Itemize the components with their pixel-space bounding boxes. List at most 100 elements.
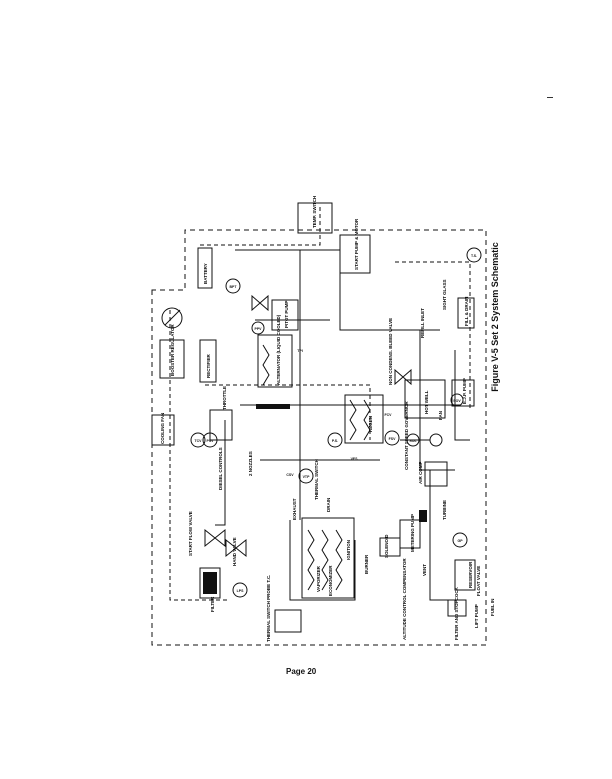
control-loop-upper: [200, 205, 321, 246]
tag-circle-3: [466, 247, 482, 263]
metering-pump-box: [399, 519, 421, 549]
tag-text-3: T.S.: [471, 254, 477, 258]
diesel-controls-label: DIESEL CONTROLS: [218, 447, 223, 490]
tag-circle-9: [452, 532, 468, 548]
rectifier-label: RECTIFIER: [206, 353, 211, 378]
fan-label: FAN: [438, 411, 443, 420]
tag-text-7: SOV: [453, 399, 461, 403]
page-number: Page 20: [286, 667, 317, 676]
thermal-switch-probe-label: THERMAL SWITCH PROBE T.C.: [266, 575, 271, 642]
hot-well-label: HOT WELL: [424, 390, 429, 414]
lift-pump-label: LIFT PUMP: [474, 604, 479, 628]
vaporizer-coil: [307, 529, 343, 591]
tag-text-8: SOL: [409, 439, 417, 443]
gauge-needle: [164, 309, 181, 326]
tag-circle-7: [450, 393, 464, 407]
battery-label: BATTERY: [203, 263, 208, 284]
bleed-valve-symbol: [394, 368, 412, 386]
tag-text-10: TCV: [195, 439, 203, 443]
tag-text-12: LPS: [237, 589, 244, 593]
start-flow-valve-label: START FLOW VALVE: [188, 511, 193, 556]
fill-drain-label: FILL & DRAIN: [464, 297, 469, 326]
diesel-controls-box: [209, 409, 233, 441]
pitot-pump-box: [271, 299, 299, 331]
solenoid-box: [379, 537, 401, 557]
vaporizer-label: VAPORIZER: [316, 565, 321, 592]
cooling-fan-label: COOLING FAN: [160, 413, 165, 444]
regen-label: REGEN: [368, 416, 373, 432]
sight-glass-label: SIGHT GLASS: [442, 279, 447, 310]
battery-box: [197, 247, 213, 289]
pitot-valve-symbol: [251, 294, 269, 312]
vaporizer-box: [301, 517, 355, 599]
reservoir-box: [454, 559, 476, 591]
start-flow-valve-symbol: [204, 528, 226, 548]
solenoid-label: SOLENOID: [384, 534, 389, 558]
alternator-label: ALTERNATOR (LIQUID COOLED): [276, 314, 281, 385]
control-loop-right: [395, 261, 471, 410]
temp-switch-box: [297, 202, 333, 234]
tag-circle-8: [406, 433, 420, 447]
tag-text-11: PSV: [206, 439, 214, 443]
thermal-switch-probe-box: [274, 609, 302, 633]
tag-text-15: FCV: [385, 413, 393, 417]
hot-well-box: [404, 379, 446, 419]
filter-element: [203, 572, 217, 594]
tag-circle-1: [225, 278, 241, 294]
margin-mark: [547, 97, 553, 98]
ignition-label: IGNITION: [346, 540, 351, 560]
tag-text-5: VTP: [303, 475, 310, 479]
fill-drain-box: [457, 297, 475, 329]
tag-text-1: BPT: [230, 285, 238, 289]
booster-regulator-box: [159, 339, 185, 379]
metering-block: [419, 510, 427, 522]
filter-stopcock-label: FILTER AND STOPCOCK: [454, 586, 459, 640]
exhaust-label: EXHAUST: [292, 498, 297, 520]
control-loop-inner: [205, 384, 371, 440]
tag-text-2: PPV: [254, 327, 262, 331]
filter-label: FILTER: [210, 596, 215, 612]
tag-circle-11: [202, 432, 218, 448]
outer-boundary: [151, 229, 487, 646]
throttle-label: THROTTLE: [222, 386, 227, 410]
thermal-switch-label: THERMAL SWITCH: [314, 459, 319, 500]
tag-text-6: FSV: [389, 437, 396, 441]
hand-valve-symbol: [225, 538, 247, 558]
filled-parts: [203, 404, 427, 594]
economizer-line: [289, 520, 356, 601]
turbine-label: TURBINE: [442, 500, 447, 520]
regen-box: [344, 394, 384, 444]
tag-circle-12: [232, 582, 248, 598]
main-line-top: [235, 249, 440, 331]
economizer-label: ECONOMIZER: [328, 565, 333, 596]
regen-coil: [349, 399, 371, 441]
tag-text-16: CSV: [286, 473, 294, 477]
fuel-in-label: FUEL IN: [490, 599, 495, 616]
metering-pump-label: METERING PUMP: [410, 514, 415, 552]
alternator-box: [257, 334, 293, 388]
booster-regulator-label: BOOSTER REGULATOR: [170, 324, 175, 376]
lift-pump-box: [447, 599, 467, 617]
tag-text-9: GP: [457, 539, 463, 543]
rectifier-box: [199, 339, 217, 383]
cooling-fan-box: [151, 414, 175, 446]
reservoir-label: RESERVOIR: [468, 561, 473, 588]
tag-circle-6: [384, 430, 400, 446]
tag-text-14: VFS: [351, 457, 358, 461]
turbine-circle: [429, 433, 443, 447]
float-valve-label: FLOAT VALVE: [476, 566, 481, 596]
burner-label: BURNER: [364, 554, 369, 574]
drain-label: DRAIN: [326, 498, 331, 512]
noncondensable-bleed-label: NON CONDENS. BLEED VALVE: [388, 318, 393, 385]
altitude-control-label: ALTITUDE CONTROL COMPENSATOR: [402, 558, 407, 640]
start-pump-motor-label: START PUMP & MOTOR: [354, 218, 359, 270]
tag-text-13: TPI: [297, 349, 302, 353]
tag-text-4: P.S.: [332, 439, 338, 443]
fuel-line: [429, 470, 456, 610]
air-comp-label: AIR COMP: [418, 462, 423, 485]
filter-box: [199, 567, 221, 599]
fill-inlet-label: REFILL INLET: [420, 308, 425, 338]
alternator-coil: [262, 344, 270, 386]
temp-switch-label: TEMP. SWITCH: [312, 196, 317, 228]
